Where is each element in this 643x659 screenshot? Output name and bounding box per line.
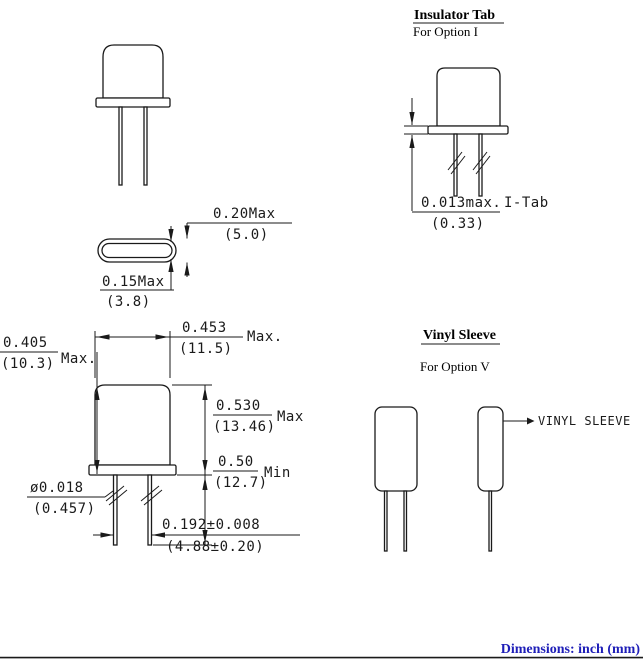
- dim-top-thickness-mm: (3.8): [106, 294, 151, 310]
- insulator-tab-label: I-Tab: [504, 195, 549, 211]
- vinyl-sleeve-callout: VINYL SLEEVE: [538, 414, 631, 428]
- dim-lead-length-inch: 0.50: [218, 454, 254, 470]
- leader-line: [104, 490, 114, 498]
- vinyl-sleeve-title: Vinyl Sleeve: [423, 328, 496, 343]
- insulator-tab-subtitle: For Option I: [413, 24, 478, 39]
- callout-arrowhead: [527, 417, 535, 425]
- top-view-drawing: 0.20Max (5.0) 0.15Max (3.8): [97, 206, 292, 310]
- can-body: [94, 384, 171, 466]
- lead-break-mark: [450, 155, 466, 175]
- dim-body-width-inch: 0.453: [182, 320, 227, 336]
- dim-body-height-qual: Max.: [61, 351, 97, 367]
- lead-right: [147, 474, 153, 546]
- lead-break-mark: [140, 485, 160, 502]
- dim-top-width-inch: 0.20Max: [213, 206, 276, 222]
- dim-body-width-qual: Max.: [247, 329, 283, 345]
- lead-break-mark: [105, 485, 125, 502]
- lead-break-mark: [143, 489, 163, 506]
- lead-break-mark: [475, 155, 491, 175]
- can-inner-top: [101, 242, 173, 259]
- insulator-tab-title: Insulator Tab: [414, 8, 495, 23]
- dim-overall-height-qual: Max: [277, 409, 304, 425]
- dim-lead-dia-inch: ø0.018: [30, 480, 84, 496]
- dim-top-thickness-inch: 0.15Max: [102, 274, 165, 290]
- insulator-tab-drawing: Insulator Tab For Option I 0.013max. I-T…: [404, 8, 549, 232]
- lead-break-mark: [108, 489, 128, 506]
- dim-top-width-mm: (5.0): [224, 227, 269, 243]
- lead-left: [112, 474, 118, 546]
- front-view-drawing: 0.453 (11.5) Max. 0.405 (10.3) Max. 0.53…: [0, 320, 304, 555]
- lead-left: [118, 106, 123, 186]
- sleeved-can-front: [374, 406, 418, 492]
- lead-right: [478, 133, 483, 197]
- dim-body-height-inch: 0.405: [3, 335, 48, 351]
- can-outline-top: [97, 238, 177, 263]
- dim-lead-spacing-inch: 0.192±0.008: [162, 517, 260, 533]
- lead-break-mark: [472, 151, 488, 171]
- can-base-with-tab: [427, 125, 509, 135]
- lead-single: [488, 490, 493, 552]
- dimensions-unit-note: Dimensions: inch (mm): [501, 642, 641, 657]
- dim-tab-thickness-mm: (0.33): [431, 216, 485, 232]
- dim-lead-spacing-mm: (4.88±0.20): [166, 539, 264, 555]
- can-body: [102, 44, 164, 99]
- vinyl-sleeve-drawing: Vinyl Sleeve For Option V VINYL SLEEVE: [374, 328, 631, 552]
- dim-body-height-mm: (10.3): [1, 356, 55, 372]
- dim-tab-thickness-inch: 0.013max.: [421, 195, 501, 211]
- dim-lead-dia-mm: (0.457): [33, 501, 96, 517]
- lead-left: [453, 133, 458, 197]
- dim-overall-height-mm: (13.46): [213, 419, 276, 435]
- sleeved-can-side: [477, 406, 504, 492]
- can-base-flange: [95, 97, 171, 108]
- dim-lead-length-qual: Min: [264, 465, 291, 481]
- lead-left: [383, 490, 388, 552]
- dim-body-width-mm: (11.5): [179, 341, 233, 357]
- dim-overall-height-inch: 0.530: [216, 398, 261, 414]
- vinyl-sleeve-subtitle: For Option V: [420, 359, 490, 374]
- side-view-drawing: [95, 44, 171, 186]
- lead-right: [403, 490, 408, 552]
- can-body: [436, 67, 501, 127]
- can-base-flange: [88, 464, 177, 476]
- lead-right: [143, 106, 148, 186]
- dim-lead-length-mm: (12.7): [214, 475, 268, 491]
- lead-break-mark: [447, 151, 463, 171]
